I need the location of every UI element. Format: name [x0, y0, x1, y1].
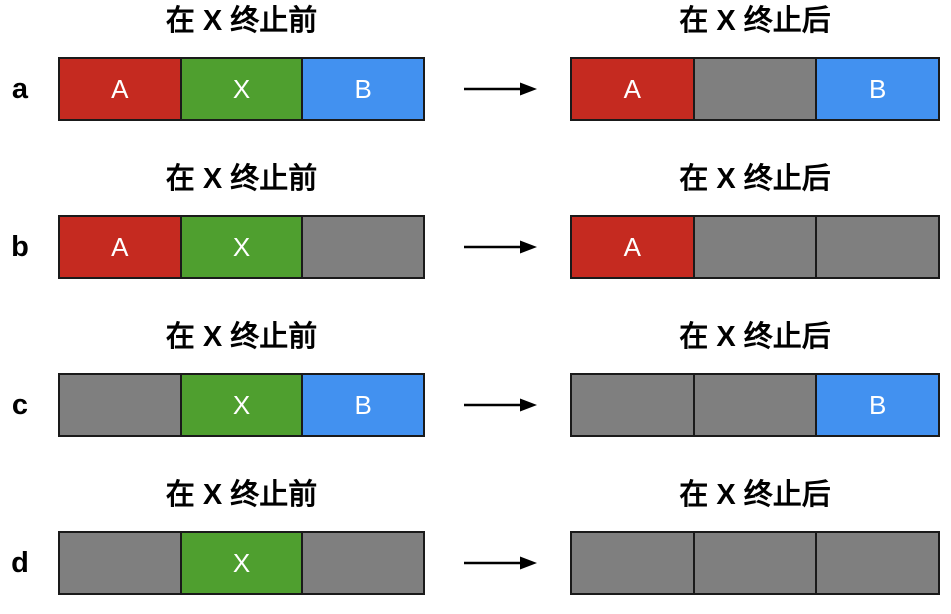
- after-header: 在 X 终止后: [679, 163, 831, 195]
- memory-segment: A: [572, 217, 693, 277]
- right-arrow-icon: [463, 397, 537, 413]
- before-header: 在 X 终止前: [165, 163, 318, 195]
- before-bar: A X: [58, 215, 425, 279]
- row-section: 在 X 终止前 在 X 终止后 b A X A: [0, 162, 951, 279]
- bar-row: c X B B: [0, 373, 951, 437]
- before-bar: A X B: [58, 57, 425, 121]
- row-section: 在 X 终止前 在 X 终止后 c X B B: [0, 320, 951, 437]
- memory-segment: [815, 217, 939, 277]
- memory-segment: [60, 375, 180, 435]
- row-label: d: [11, 546, 29, 579]
- row-section: 在 X 终止前 在 X 终止后 a A X B A B: [0, 4, 951, 121]
- memory-segment: [692, 533, 816, 593]
- memory-segment: X: [179, 217, 302, 277]
- before-bar: X: [58, 531, 425, 595]
- memory-segment: A: [572, 59, 693, 119]
- memory-segment: A: [60, 217, 180, 277]
- after-header: 在 X 终止后: [679, 321, 831, 353]
- header-row: 在 X 终止前 在 X 终止后: [0, 162, 951, 196]
- memory-segment: [60, 533, 180, 593]
- before-header: 在 X 终止前: [165, 5, 318, 37]
- after-bar: B: [570, 373, 940, 437]
- memory-segment: [692, 375, 816, 435]
- right-arrow-icon: [463, 239, 537, 255]
- after-bar: A: [570, 215, 940, 279]
- after-header: 在 X 终止后: [679, 5, 831, 37]
- before-header: 在 X 终止前: [165, 479, 318, 511]
- bar-row: d X: [0, 531, 951, 595]
- row-section: 在 X 终止前 在 X 终止后 d X: [0, 478, 951, 595]
- memory-segment: [692, 217, 816, 277]
- memory-segment: B: [815, 375, 939, 435]
- bar-row: a A X B A B: [0, 57, 951, 121]
- memory-segment: B: [815, 59, 939, 119]
- memory-segment: [301, 533, 424, 593]
- memory-segment: A: [60, 59, 180, 119]
- row-label: c: [11, 388, 29, 421]
- memory-segment: B: [301, 59, 424, 119]
- memory-segment: B: [301, 375, 424, 435]
- memory-segment: [572, 375, 693, 435]
- row-label: b: [11, 230, 29, 263]
- header-row: 在 X 终止前 在 X 终止后: [0, 320, 951, 354]
- memory-segment: X: [179, 533, 302, 593]
- memory-segment: X: [179, 375, 302, 435]
- right-arrow-icon: [463, 81, 537, 97]
- memory-segment: [301, 217, 424, 277]
- after-header: 在 X 终止后: [679, 479, 831, 511]
- bar-row: b A X A: [0, 215, 951, 279]
- memory-segment: [815, 533, 939, 593]
- before-bar: X B: [58, 373, 425, 437]
- before-header: 在 X 终止前: [165, 321, 318, 353]
- row-label: a: [11, 72, 29, 105]
- right-arrow-icon: [463, 555, 537, 571]
- header-row: 在 X 终止前 在 X 终止后: [0, 4, 951, 38]
- memory-segment: X: [179, 59, 302, 119]
- after-bar: A B: [570, 57, 940, 121]
- memory-segment: [692, 59, 816, 119]
- memory-segment: [572, 533, 693, 593]
- after-bar: [570, 531, 940, 595]
- header-row: 在 X 终止前 在 X 终止后: [0, 478, 951, 512]
